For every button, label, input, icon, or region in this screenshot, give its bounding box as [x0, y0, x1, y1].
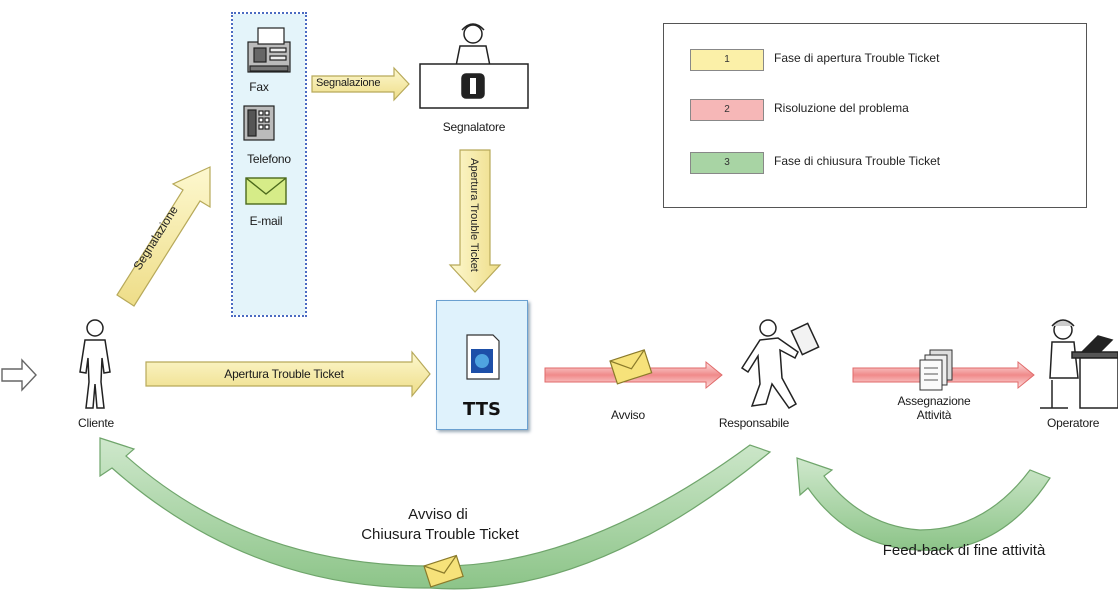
- legend: 1 Fase di apertura Trouble Ticket 2 Riso…: [663, 23, 1087, 208]
- document-icon: [466, 334, 500, 380]
- legend-swatch-3: 3: [690, 152, 764, 174]
- client-label: Cliente: [78, 416, 114, 430]
- legend-swatch-2: 2: [690, 99, 764, 121]
- legend-label-2: Risoluzione del problema: [774, 101, 909, 115]
- closure-envelope-icon: [423, 554, 464, 588]
- envelope-icon: [609, 349, 653, 385]
- entry-arrow: [1, 358, 37, 392]
- tts-label: TTS: [463, 399, 501, 420]
- responsible-person-icon: [740, 319, 820, 409]
- label-report-horizontal: Segnalazione: [316, 77, 381, 89]
- arrow-open-ticket: [145, 350, 431, 398]
- legend-label-3: Fase di chiusura Trouble Ticket: [774, 154, 941, 168]
- legend-label-1: Fase di apertura Trouble Ticket: [774, 51, 940, 65]
- reporter-icon: [419, 23, 529, 109]
- label-assignment-1: Assegnazione: [897, 394, 971, 408]
- email-icon: [245, 177, 287, 205]
- channels-panel: [231, 12, 307, 317]
- legend-swatch-1: 1: [690, 49, 764, 71]
- label-notice: Avviso: [611, 408, 645, 422]
- arrow-open-ticket-vertical: [448, 149, 502, 293]
- label-open-ticket-vertical: Apertura Trouble Ticket: [468, 158, 480, 272]
- label-assignment-2: Attività: [916, 408, 952, 422]
- phone-icon: [243, 105, 275, 141]
- phone-label: Telefono: [247, 152, 291, 166]
- operator-label: Operatore: [1047, 416, 1100, 430]
- email-label: E-mail: [249, 214, 283, 228]
- label-closure-1: Avviso di: [408, 506, 468, 523]
- client-person-icon: [79, 319, 111, 409]
- fax-icon: [247, 27, 291, 73]
- responsible-label: Responsabile: [718, 416, 790, 430]
- label-feedback: Feed-back di fine attività: [882, 542, 1046, 559]
- reporter-label: Segnalatore: [442, 120, 506, 134]
- arrow-closure: [99, 437, 772, 590]
- label-closure-2: Chiusura Trouble Ticket: [361, 526, 519, 543]
- arrow-feedback: [796, 457, 1051, 551]
- arrow-report-diagonal: [116, 166, 211, 307]
- fax-label: Fax: [249, 80, 269, 94]
- arrow-report-horizontal: [311, 66, 410, 102]
- operator-icon: [1040, 319, 1118, 409]
- documents-icon: [919, 349, 953, 391]
- label-open-ticket: Apertura Trouble Ticket: [224, 367, 344, 381]
- tts-system-box: TTS: [436, 300, 528, 430]
